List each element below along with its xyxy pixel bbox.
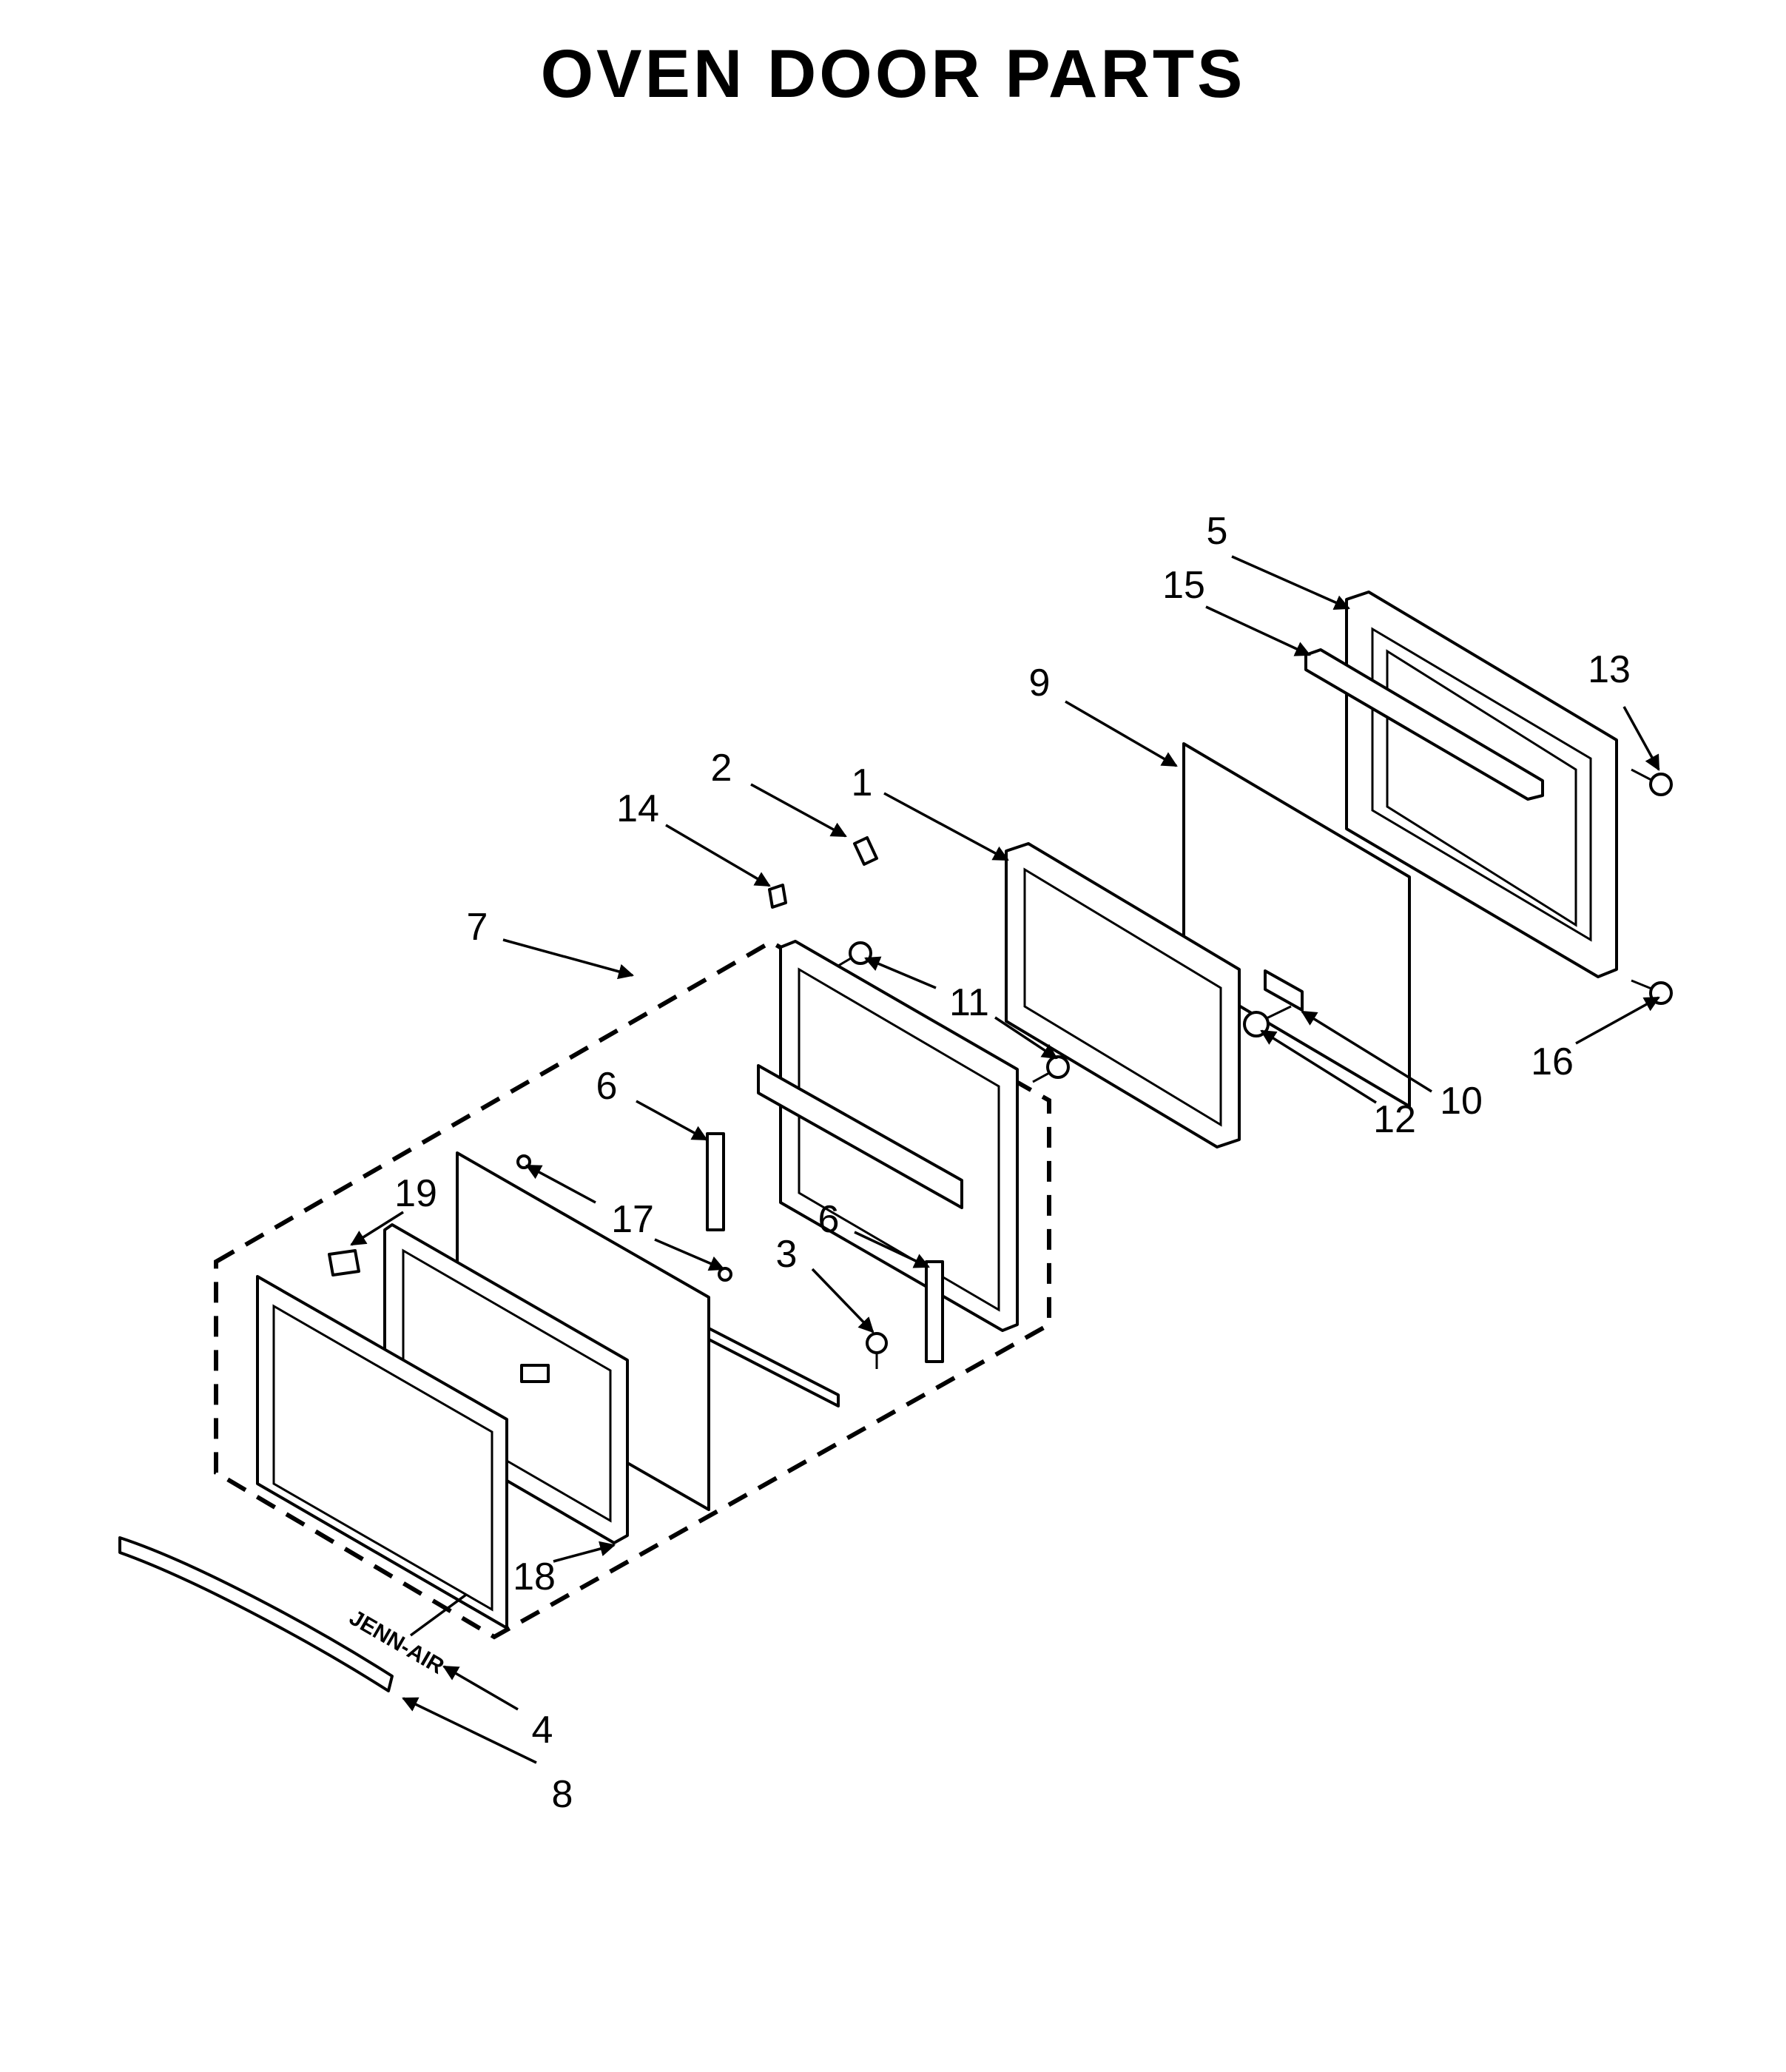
- callout-17: 17: [611, 1198, 654, 1241]
- insulation-panel: [456, 1151, 840, 1511]
- callout-15: 15: [1162, 564, 1205, 607]
- callout-11: 11: [949, 981, 989, 1024]
- callout-labels: 5 15 9 13 2 1 14 7 11 10 12 16 6 19 17 6…: [394, 510, 1631, 1816]
- clip-part-2: [853, 836, 878, 866]
- outer-door-frame: [1345, 591, 1618, 978]
- screw-part-3: [866, 1332, 888, 1369]
- clip-part-19: [328, 1249, 360, 1276]
- inner-door-frame: [1005, 842, 1241, 1148]
- callout-5: 5: [1207, 510, 1228, 553]
- callout-14: 14: [616, 787, 659, 830]
- door-assembly-dashed-outline: [214, 939, 1051, 1640]
- callout-13: 13: [1588, 648, 1631, 691]
- callout-2: 2: [711, 747, 732, 790]
- hinge-part-6a: [706, 1132, 725, 1231]
- door-inner-liner: [757, 940, 1019, 1332]
- callout-9: 9: [1029, 662, 1051, 704]
- hinge-part-6b: [925, 1260, 944, 1363]
- screw-part-16: [1631, 979, 1673, 1005]
- callout-7: 7: [467, 906, 488, 949]
- callout-10: 10: [1440, 1080, 1483, 1123]
- callout-1: 1: [852, 761, 873, 804]
- clip-part-14: [768, 884, 787, 909]
- outer-glass-front: [256, 1275, 508, 1629]
- callout-16: 16: [1531, 1040, 1574, 1083]
- callout-4: 4: [532, 1709, 553, 1752]
- callout-6a: 6: [596, 1065, 618, 1108]
- callout-12: 12: [1373, 1098, 1416, 1141]
- diagram-title: OVEN DOOR PARTS: [540, 36, 1246, 112]
- door-handle: [118, 1536, 394, 1692]
- callout-3: 3: [776, 1233, 798, 1276]
- door-gasket-strip: [1304, 648, 1544, 801]
- callout-18: 18: [513, 1555, 556, 1598]
- callout-19: 19: [394, 1172, 437, 1215]
- callout-6b: 6: [818, 1198, 840, 1241]
- bracket-part: [1264, 969, 1304, 1012]
- callout-8: 8: [552, 1773, 573, 1816]
- door-glass-panel: [1182, 742, 1411, 1108]
- leader-lines: [350, 555, 1660, 1764]
- screw-part-13: [1631, 768, 1673, 796]
